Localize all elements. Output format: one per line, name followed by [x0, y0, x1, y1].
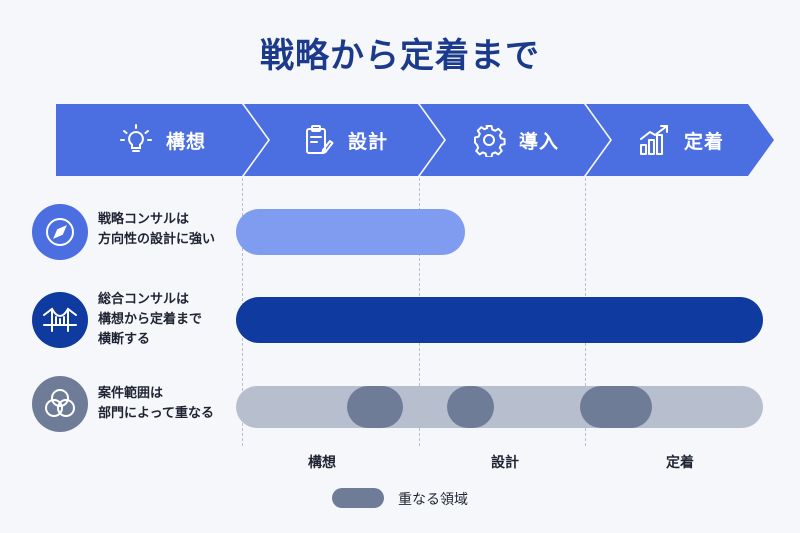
- row-label-general: 総合コンサルは 構想から定着まで 横断する: [98, 292, 203, 347]
- row-label-strategy: 戦略コンサルは 方向性の設計に強い: [98, 212, 216, 247]
- legend-swatch: [332, 488, 384, 508]
- lightbulb-icon: [118, 122, 154, 158]
- gear-icon: [471, 122, 507, 158]
- phase-chevron-teichaku: 定着: [586, 104, 774, 176]
- overlap-region: [447, 386, 494, 428]
- axis-label: 設計: [491, 455, 519, 471]
- legend-label: 重なる領域: [398, 492, 468, 508]
- compass-icon: [32, 204, 88, 260]
- project-scope-bar: [236, 386, 763, 428]
- phase-label: 構想: [165, 130, 206, 153]
- phase-chevron-dounyuu: 導入: [420, 104, 610, 176]
- growth-chart-icon: [636, 122, 672, 158]
- overlap-circles-icon: [32, 376, 88, 432]
- axis-label: 定着: [666, 455, 694, 471]
- strategy-consulting-bar: [236, 209, 465, 255]
- general-consulting-bar: [236, 297, 763, 343]
- phase-label: 導入: [518, 130, 559, 153]
- page-title: 戦略から定着まで: [260, 36, 540, 76]
- phase-chevron-kousou: 構想: [56, 104, 268, 176]
- clipboard-pencil-icon: [300, 122, 336, 158]
- bridge-icon: [32, 292, 88, 348]
- phase-chevron-sekkei: 設計: [244, 104, 444, 176]
- overlap-region: [347, 386, 403, 428]
- row-label-scope: 案件範囲は 部門によって重なる: [98, 386, 214, 421]
- phase-label: 定着: [683, 130, 724, 153]
- phase-label: 設計: [347, 130, 388, 153]
- overlap-region: [580, 386, 652, 428]
- axis-label: 構想: [308, 455, 336, 471]
